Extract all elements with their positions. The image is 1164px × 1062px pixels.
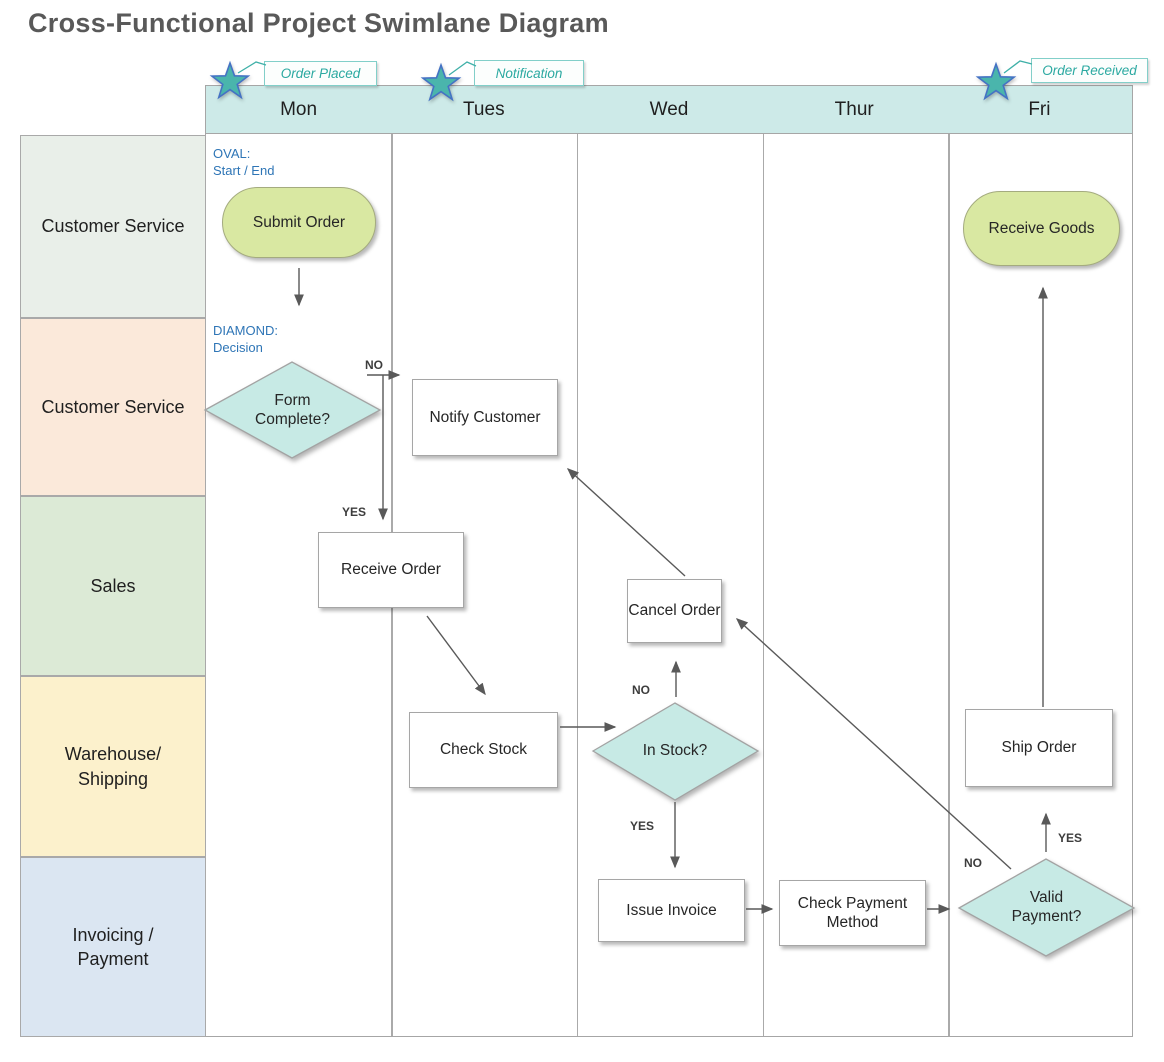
node-submit-order: Submit Order [222, 187, 376, 258]
milestone-callout-order-placed: Order Placed [264, 61, 377, 86]
annotation-oval-note: OVAL: Start / End [213, 146, 275, 178]
edge-label-yes: YES [1057, 831, 1083, 845]
day-header-thur: Thur [834, 98, 874, 120]
day-header-mon: Mon [280, 98, 318, 120]
edge-label-yes: YES [629, 819, 655, 833]
node-issue-invoice: Issue Invoice [598, 879, 745, 942]
lane-sales: Sales [20, 496, 206, 676]
milestone-leader-line [1003, 60, 1033, 74]
edge-label-no: NO [964, 856, 982, 870]
node-receive-goods: Receive Goods [963, 191, 1120, 266]
milestone-leader-line [237, 61, 267, 74]
lane-warehouse-shipping: Warehouse/ Shipping [20, 676, 206, 857]
lane-customer-service-2: Customer Service [20, 318, 206, 496]
node-cancel-order: Cancel Order [627, 579, 722, 643]
node-notify-customer: Notify Customer [412, 379, 558, 456]
column-divider [576, 134, 579, 1036]
edge-label-no: NO [632, 683, 650, 697]
milestone-leader-line [448, 61, 477, 76]
milestone-callout-order-received: Order Received [1031, 58, 1148, 83]
lane-invoicing-payment: Invoicing / Payment [20, 857, 206, 1037]
node-ship-order: Ship Order [965, 709, 1113, 787]
column-divider [948, 134, 950, 1036]
node-form-complete-label: Form Complete? [255, 391, 330, 428]
node-receive-order: Receive Order [318, 532, 464, 608]
annotation-diamond-note: DIAMOND: Decision [213, 323, 278, 355]
day-header-wed: Wed [649, 98, 689, 120]
node-check-stock: Check Stock [409, 712, 558, 788]
edge-label-no: NO [365, 358, 383, 372]
milestone-callout-notification: Notification [474, 60, 584, 86]
day-header-tues: Tues [463, 98, 505, 120]
day-header-fri: Fri [1028, 98, 1051, 120]
lane-label-column: Customer Service Customer Service Sales … [20, 135, 206, 1037]
node-check-payment-method: Check Payment Method [779, 880, 926, 946]
column-divider [762, 134, 764, 1036]
node-valid-payment-label: Valid Payment? [1011, 888, 1082, 925]
lane-customer-service-1: Customer Service [20, 135, 206, 318]
day-header-band: Mon Tues Wed Thur Fri [206, 86, 1132, 134]
node-in-stock-label: In Stock? [642, 742, 708, 760]
edge-label-yes: YES [341, 505, 367, 519]
page-title: Cross-Functional Project Swimlane Diagra… [28, 8, 609, 38]
